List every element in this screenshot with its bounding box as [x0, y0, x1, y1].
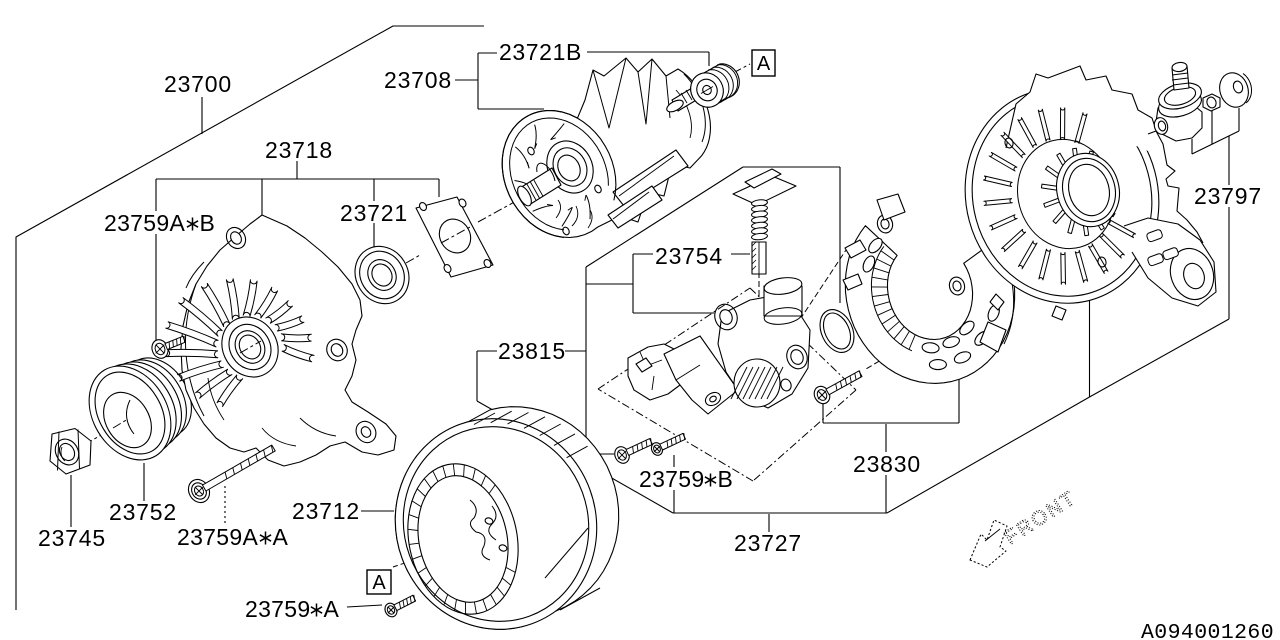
svg-text:23759: 23759 — [639, 466, 704, 492]
svg-text:23830: 23830 — [853, 451, 921, 477]
svg-text:23727: 23727 — [734, 530, 802, 556]
svg-text:23759A: 23759A — [104, 210, 185, 236]
svg-text:23759: 23759 — [245, 596, 310, 622]
svg-text:23708: 23708 — [384, 67, 452, 93]
svg-text:23745: 23745 — [38, 525, 106, 551]
svg-text:23721: 23721 — [340, 200, 408, 226]
svg-text:23718: 23718 — [265, 137, 333, 163]
svg-text:B: B — [200, 210, 215, 236]
svg-text:23712: 23712 — [292, 498, 360, 524]
svg-text:A: A — [273, 524, 289, 550]
svg-text:B: B — [718, 466, 733, 492]
svg-text:A: A — [757, 53, 771, 75]
svg-text:23759A: 23759A — [177, 524, 258, 550]
svg-text:A: A — [324, 596, 340, 622]
svg-text:23700: 23700 — [164, 71, 232, 97]
svg-text:23721B: 23721B — [499, 39, 582, 65]
svg-text:A094001260: A094001260 — [1141, 621, 1274, 640]
svg-text:A: A — [372, 572, 386, 594]
svg-text:23797: 23797 — [1194, 183, 1262, 209]
svg-text:23754: 23754 — [655, 243, 723, 269]
svg-text:23752: 23752 — [109, 499, 177, 525]
svg-text:23815: 23815 — [498, 338, 566, 364]
